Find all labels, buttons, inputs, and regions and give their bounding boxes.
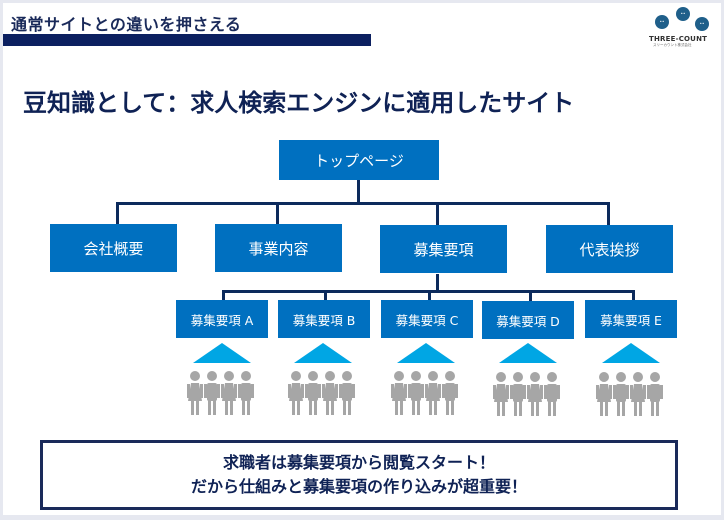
connector-line: [357, 180, 360, 204]
triangle-icon: [602, 343, 660, 363]
node-level2: 募集要項 E: [585, 300, 677, 338]
node-level2: 募集要項 D: [482, 301, 574, 339]
connector-line: [607, 202, 610, 226]
company-logo: •• •• •• THREE-COUNT スリーカウント株式会社: [643, 5, 713, 51]
triangle-icon: [294, 343, 352, 363]
people-icon: [187, 371, 254, 415]
node-level1: 事業内容: [215, 224, 342, 272]
connector-line: [276, 202, 279, 226]
node-level2: 募集要項 A: [176, 300, 268, 338]
callout-line-1: 求職者は募集要項から閲覧スタート！: [222, 453, 495, 472]
node-label: 募集要項 A: [190, 312, 254, 328]
node-level1: 代表挨拶: [546, 225, 673, 273]
connector-line: [529, 290, 532, 302]
people-icon: [596, 372, 663, 416]
people-group-icon: [492, 370, 564, 418]
people-group-icon: [390, 369, 462, 417]
node-level1: 会社概要: [50, 224, 177, 272]
node-level1: 募集要項: [380, 225, 507, 273]
main-title: 豆知識として：求人検索エンジンに適用したサイト: [23, 89, 575, 117]
people-group-icon: [287, 369, 359, 417]
node-label: 募集要項: [413, 240, 474, 259]
connector-line: [222, 290, 225, 302]
people-icon: [391, 371, 458, 415]
triangle-icon: [397, 343, 455, 363]
connector-line: [116, 202, 119, 226]
node-label: 募集要項 B: [292, 312, 356, 328]
node-label: 募集要項 C: [395, 312, 459, 328]
node-level2: 募集要項 C: [381, 300, 473, 338]
logo-name: THREE-COUNT: [649, 35, 708, 43]
node-label: 募集要項 E: [600, 312, 662, 328]
people-icon: [288, 371, 355, 415]
slide: 通常サイトとの違いを押さえる •• •• •• THREE-COUNT スリーカ…: [3, 3, 721, 515]
logo-circle-icon: ••: [676, 7, 690, 21]
connector-line: [436, 274, 439, 292]
node-level2: 募集要項 B: [278, 300, 370, 338]
connector-line: [436, 202, 439, 226]
connector-line: [324, 290, 327, 302]
connector-line: [116, 202, 610, 205]
people-icon: [493, 372, 560, 416]
connector-line: [632, 290, 635, 302]
people-group-icon: [595, 370, 667, 418]
node-label: 募集要項 D: [496, 313, 560, 329]
triangle-icon: [499, 343, 557, 363]
node-label: 会社概要: [83, 239, 144, 258]
triangle-icon: [193, 343, 251, 363]
logo-circle-icon: ••: [655, 15, 669, 29]
callout-box: 求職者は募集要項から閲覧スタート！ だから仕組みと募集要項の作り込みが超重要！: [40, 440, 678, 510]
node-label: 事業内容: [248, 239, 309, 258]
header-title: 通常サイトとの違いを押さえる: [11, 15, 242, 34]
logo-subtitle: スリーカウント株式会社: [653, 43, 692, 47]
node-top-page: トップページ: [279, 140, 439, 180]
logo-circle-icon: ••: [695, 17, 709, 31]
node-label: トップページ: [314, 151, 404, 170]
people-group-icon: [186, 369, 258, 417]
connector-line: [428, 290, 431, 302]
node-label: 代表挨拶: [579, 240, 640, 259]
header-underline-bar: [3, 34, 371, 46]
callout-line-2: だから仕組みと募集要項の作り込みが超重要！: [190, 477, 527, 496]
